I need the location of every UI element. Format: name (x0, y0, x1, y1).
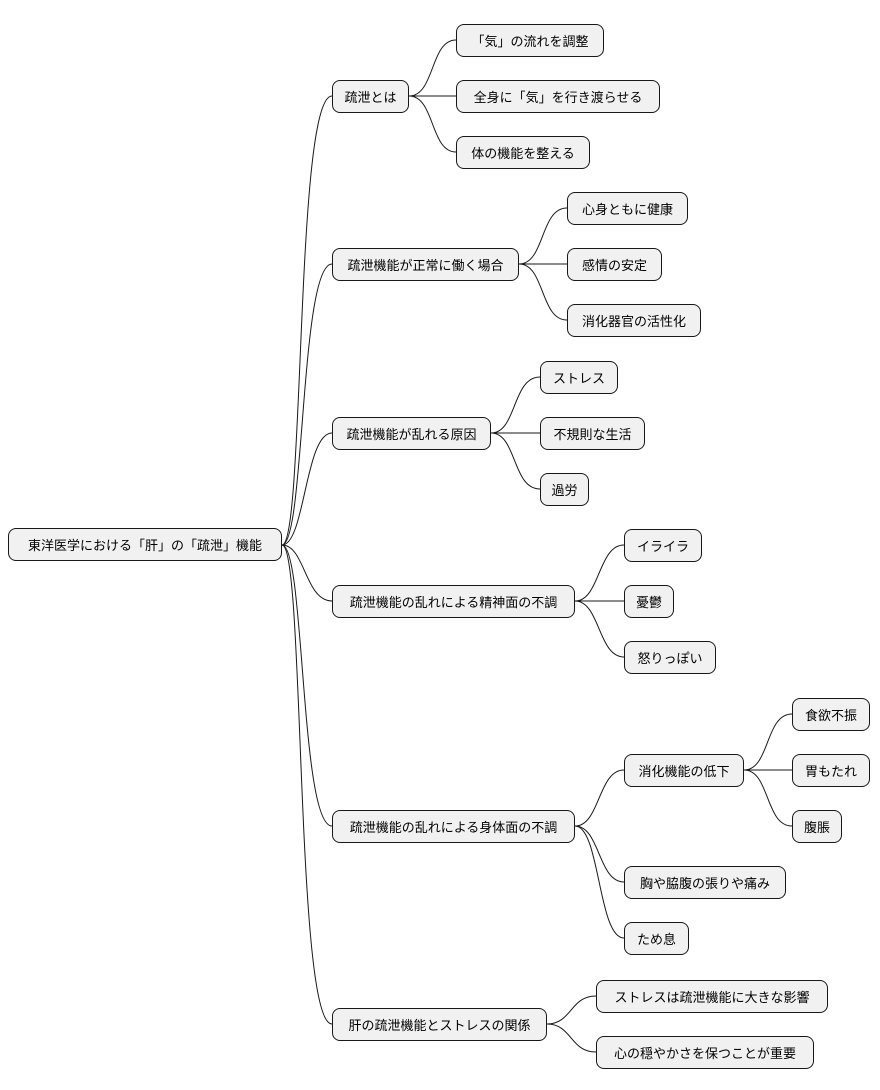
leaf-node-1-2: 全身に「気」を行き渡らせる (456, 80, 660, 113)
leaf-node-3-2: 不規則な生活 (540, 417, 645, 450)
leaf-node-6-2: 心の穏やかさを保つことが重要 (596, 1036, 814, 1069)
leaf-node-5-1-1: 食欲不振 (792, 698, 870, 731)
leaf-node-4-3: 怒りっぽい (624, 641, 716, 674)
leaf-node-6-1: ストレスは疏泄機能に大きな影響 (596, 980, 828, 1013)
branch-node-5: 疏泄機能の乱れによる身体面の不調 (332, 810, 575, 843)
branch-node-4: 疏泄機能の乱れによる精神面の不調 (332, 585, 575, 618)
leaf-node-5-1-2: 胃もたれ (792, 754, 870, 787)
branch-node-1: 疏泄とは (332, 80, 409, 113)
leaf-node-1-1: 「気」の流れを調整 (456, 24, 604, 57)
leaf-node-3-3: 過労 (540, 473, 589, 506)
leaf-node-2-1: 心身ともに健康 (567, 192, 688, 225)
branch-node-3: 疏泄機能が乱れる原因 (332, 417, 491, 450)
leaf-node-2-3: 消化器官の活性化 (567, 304, 701, 337)
leaf-node-1-3: 体の機能を整える (456, 136, 590, 169)
root-node: 東洋医学における「肝」の「疏泄」機能 (8, 528, 282, 561)
leaf-node-3-1: ストレス (540, 361, 618, 394)
leaf-node-5-1-3: 腹脹 (792, 810, 842, 843)
leaf-node-5-2: 胸や脇腹の張りや痛み (624, 866, 786, 899)
sub-branch-node-5-1: 消化機能の低下 (624, 754, 744, 787)
leaf-node-4-2: 憂鬱 (624, 585, 674, 618)
leaf-node-5-3: ため息 (624, 922, 689, 955)
branch-node-6: 肝の疏泄機能とストレスの関係 (332, 1008, 547, 1041)
branch-node-2: 疏泄機能が正常に働く場合 (332, 248, 519, 281)
leaf-node-2-2: 感情の安定 (567, 248, 662, 281)
leaf-node-4-1: イライラ (624, 529, 702, 562)
